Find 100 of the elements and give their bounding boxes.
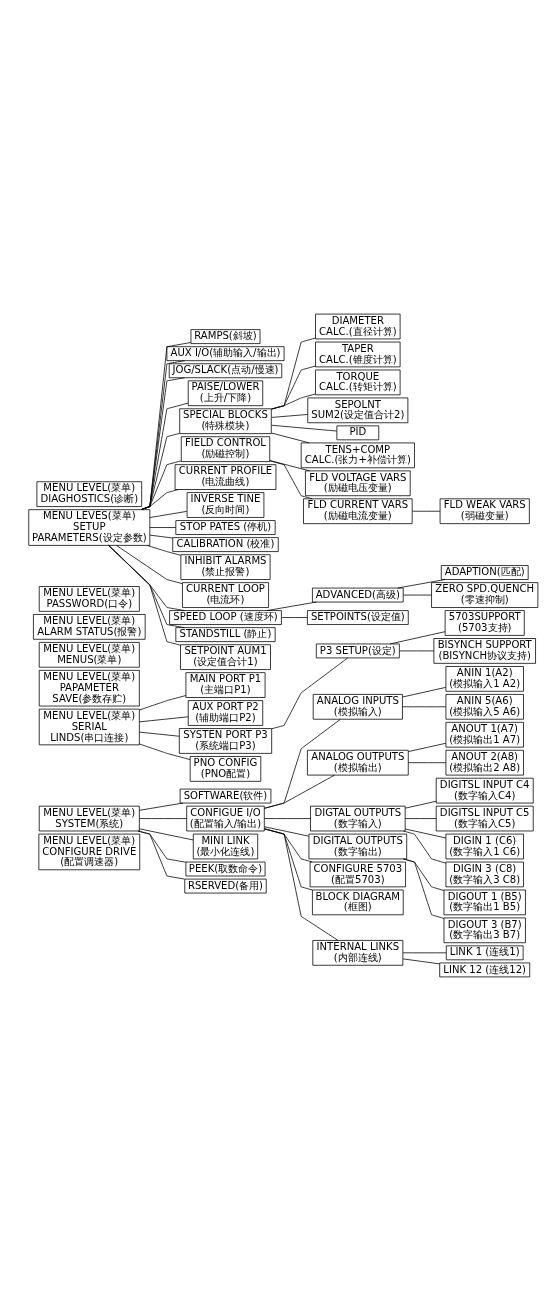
node-box: JOG/SLACK(点动/慢速) [168, 363, 283, 379]
connector [408, 762, 447, 764]
node-box: MENU LEVEL(菜单) PAPAMETER SAVE(参数存贮) [38, 669, 140, 707]
connector [149, 511, 188, 518]
node-box: BISYNCH SUPPORT (BISYNCH协议支持) [433, 638, 536, 664]
connector [146, 545, 181, 556]
connector [271, 337, 316, 410]
node-box: DIGIN 3 (C8) (数字输入3 C8) [445, 861, 524, 888]
connector [404, 828, 447, 839]
connector [412, 510, 441, 512]
node-box: SPECIAL BLOCKS (特殊模块) [179, 408, 272, 434]
connector [149, 534, 174, 539]
node-box: MENU LEVES(菜单) SETUP PARAMETERS(设定参数) [28, 509, 151, 546]
node-box: FIELD CONTROL (励磁控制) [180, 436, 271, 462]
connector [403, 858, 445, 919]
node-box: P3 SETUP(设定) [315, 643, 400, 659]
node-box: CALIBRATION (校准) [172, 537, 279, 552]
node-box: CURRENT LOOP (电流环) [182, 582, 269, 608]
node-box: MENU LEVEL(菜单) SERIAL LINDS(串口连接) [38, 708, 140, 746]
node-box: DIGITSL INPUT C4 (数字输入C4) [435, 777, 534, 804]
connector [139, 695, 187, 711]
connector [149, 527, 177, 528]
node-box: 5703SUPPORT (5703支持) [444, 610, 525, 636]
node-box: FLD VOLTAGE VARS (励磁电压变量) [305, 470, 411, 497]
node-box: MENU LEVEL(菜单) ALARM STATUS(报警) [33, 614, 146, 640]
node-box: DIGOUT 1 (B5) (数字输出1 B5) [443, 889, 526, 916]
node-box: DIGIN 1 (C6) (数字输入1 C6) [445, 833, 524, 860]
connector [408, 742, 447, 752]
node-box: ADVANCED(高级) [312, 587, 404, 603]
node-box: FLD CURRENT VARS (励磁电流变量) [303, 498, 413, 525]
node-box: DIGOUT 3 (B7) (数字输出3 B7) [443, 917, 526, 944]
node-box: PID [336, 425, 380, 441]
node-box: TAPER CALC.(锥度计算) [315, 341, 401, 368]
node-box: MINI LINK (最小化连线) [192, 833, 259, 860]
connector [271, 414, 309, 418]
connector [140, 432, 180, 511]
connector [108, 545, 181, 646]
node-box: DIGITAL OUTPUTS (数字输出) [308, 833, 408, 860]
node-box: ANIN 1(A2) (模拟输入1 A2) [445, 666, 524, 692]
node-box: INHIBIT ALARMS (禁止报警) [180, 554, 271, 580]
connector [264, 828, 313, 891]
connector [264, 719, 341, 809]
node-box: LINK 1 (连线1) [445, 945, 524, 961]
node-box: RSERVED(备用) [184, 878, 267, 894]
node-box: CURRENT PROFILE (电流曲线) [174, 464, 277, 490]
connector [140, 342, 192, 511]
connector [264, 828, 313, 863]
connector [140, 402, 189, 511]
node-box: FLD WEAK VARS (弱磁变量) [439, 498, 530, 525]
node-box: CONFIGURE 5703 (配置5703) [309, 861, 406, 888]
node-box: TENS+COMP CALC.(张力+补偿计算) [300, 442, 415, 469]
connector [139, 731, 180, 737]
connector [271, 432, 310, 444]
connector [139, 802, 184, 811]
connector [269, 460, 313, 500]
connector [271, 424, 337, 432]
connector [264, 818, 311, 819]
node-box: MENU LEVEL(菜单) MENUS(菜单) [38, 642, 140, 668]
node-box: PEEK(取数命令) [185, 861, 266, 877]
connector [139, 818, 187, 819]
node-box: ANIN 5(A6) (模拟输入5 A6) [445, 694, 524, 720]
connector [281, 617, 308, 618]
node-box: PAISE/LOWER (上升/下降) [187, 380, 264, 407]
connector [140, 489, 179, 511]
node-box: DIGTAL OUTPUTS (数字输入) [310, 805, 406, 832]
node-box: INTERNAL LINKS (内部连线) [312, 940, 404, 966]
node-box: RAMPS(斜坡) [190, 329, 261, 344]
node-box: SOFTWARE(软件) [179, 788, 272, 804]
connector [271, 657, 348, 730]
connector [269, 460, 310, 472]
node-box: AUX I/O(辅助输入/输出) [166, 346, 285, 362]
node-box: SETPOINT AUM1 (设定值合计1) [180, 644, 271, 670]
connector [402, 706, 447, 708]
node-box: STOP PATES (停机) [175, 520, 276, 535]
node-box: SEPOLNT SUM2(设定值合计2) [307, 397, 409, 424]
node-box: SETPOINTS(设定值) [307, 610, 409, 625]
node-box: MENU LEVEL(菜单) DIAGHOSTICS(诊断) [36, 481, 143, 507]
connector [403, 594, 432, 596]
node-box: MENU LEVEL(菜单) PASSWORD(口令) [38, 586, 140, 612]
node-box: SPEED LOOP (速度环) [169, 610, 282, 625]
connector [264, 826, 310, 837]
node-box: SYSTEN PORT P3 (系统端口P3) [178, 728, 273, 754]
node-box: MAIN PORT P1 (主端口P1) [185, 672, 266, 698]
connector [139, 743, 191, 760]
node-box: BLOCK DIAGRAM (框图) [312, 889, 404, 916]
connector [403, 830, 447, 864]
connector [116, 545, 183, 585]
node-box: CONFIGUE I/O (配置输入/输出) [186, 805, 265, 832]
node-box: TORQUE CALC.(转矩计算) [315, 369, 401, 396]
connector [402, 958, 440, 965]
connector [402, 687, 447, 698]
node-box: LINK 12 (连线12) [439, 962, 531, 978]
connector [399, 650, 435, 652]
connector [137, 830, 185, 880]
node-box: MENU LEVEL(菜单) SYSTEM(系统) [38, 805, 140, 832]
connector [402, 952, 447, 954]
connector [404, 818, 437, 819]
connector [271, 365, 316, 410]
connector [397, 579, 446, 589]
connector [264, 774, 335, 809]
